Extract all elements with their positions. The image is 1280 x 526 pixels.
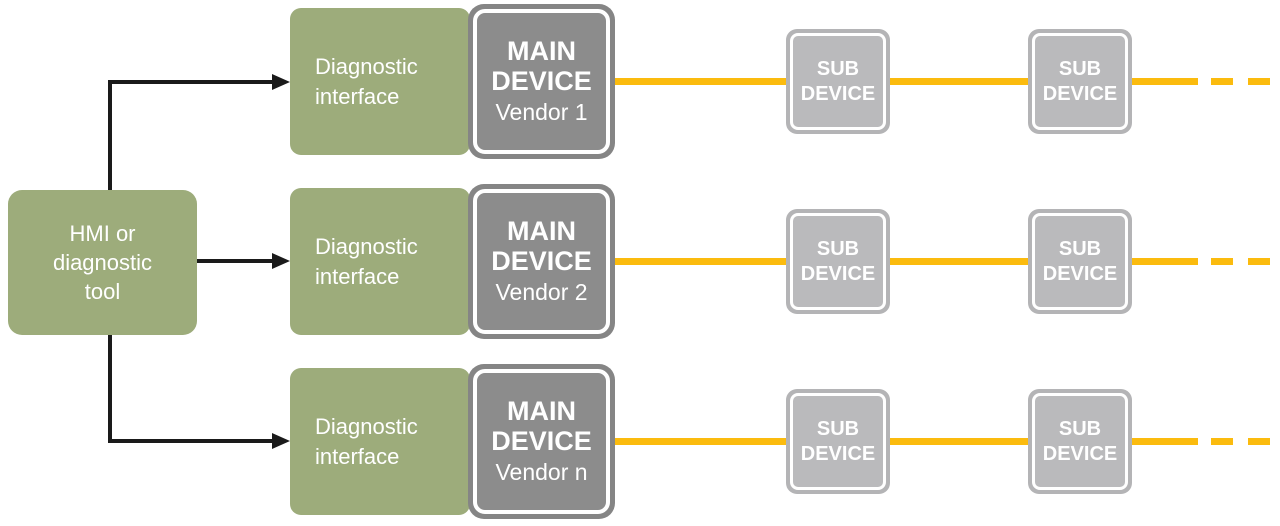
diagnostic-interface-box: Diagnostic interface bbox=[290, 188, 470, 335]
device-row-2: Diagnostic interface MAIN DEVICE Vendor … bbox=[0, 180, 1280, 352]
device-row-1: Diagnostic interface MAIN DEVICE Vendor … bbox=[0, 0, 1280, 172]
sub-device-label-line: DEVICE bbox=[800, 442, 876, 465]
diagnostic-interface-label: Diagnostic interface bbox=[315, 233, 418, 289]
bus-line-dash bbox=[1211, 438, 1233, 445]
sub-device-label-line: SUB bbox=[1058, 237, 1102, 260]
sub-device-box: SUB DEVICE bbox=[786, 209, 890, 314]
bus-line bbox=[612, 78, 1198, 85]
sub-device-box: SUB DEVICE bbox=[1028, 389, 1132, 494]
main-device-inner: MAIN DEVICE Vendor n bbox=[473, 369, 610, 514]
main-device-box: MAIN DEVICE Vendor n bbox=[468, 364, 615, 519]
bus-line-dash bbox=[1211, 78, 1233, 85]
device-row-3: Diagnostic interface MAIN DEVICE Vendor … bbox=[0, 360, 1280, 526]
main-device-vendor-label: Vendor n bbox=[495, 459, 588, 486]
bus-line bbox=[612, 258, 1198, 265]
main-device-inner: MAIN DEVICE Vendor 1 bbox=[473, 9, 610, 154]
hmi-label-line: HMI or bbox=[69, 220, 136, 246]
sub-device-label-line: DEVICE bbox=[1042, 262, 1118, 285]
main-device-box: MAIN DEVICE Vendor 1 bbox=[468, 4, 615, 159]
diagnostic-interface-label: Diagnostic interface bbox=[315, 413, 418, 469]
sub-device-label-line: SUB bbox=[816, 417, 860, 440]
bus-line bbox=[612, 438, 1198, 445]
arrowhead-icon bbox=[272, 253, 290, 269]
bus-line-dash bbox=[1248, 438, 1270, 445]
sub-device-box: SUB DEVICE bbox=[1028, 209, 1132, 314]
sub-device-label-line: SUB bbox=[816, 57, 860, 80]
bus-line-dash bbox=[1248, 258, 1270, 265]
sub-device-inner: SUB DEVICE bbox=[1032, 213, 1128, 310]
sub-device-label-line: DEVICE bbox=[1042, 442, 1118, 465]
main-device-title-line: DEVICE bbox=[491, 66, 592, 97]
arrowhead-icon bbox=[272, 74, 290, 90]
bus-line-dash bbox=[1211, 258, 1233, 265]
arrow-line-row-2 bbox=[197, 259, 272, 263]
main-device-vendor-label: Vendor 2 bbox=[495, 279, 588, 306]
hmi-label-line: tool bbox=[84, 279, 121, 305]
main-device-title-line: MAIN bbox=[507, 215, 576, 246]
main-device-vendor-label: Vendor 1 bbox=[495, 99, 588, 126]
main-device-box: MAIN DEVICE Vendor 2 bbox=[468, 184, 615, 339]
diagnostic-interface-box: Diagnostic interface bbox=[290, 8, 470, 155]
sub-device-label-line: DEVICE bbox=[800, 262, 876, 285]
sub-device-label-line: DEVICE bbox=[800, 82, 876, 105]
sub-device-inner: SUB DEVICE bbox=[790, 393, 886, 490]
arrow-line-row-1 bbox=[108, 80, 272, 84]
sub-device-label-line: SUB bbox=[816, 237, 860, 260]
sub-device-inner: SUB DEVICE bbox=[790, 213, 886, 310]
sub-device-box: SUB DEVICE bbox=[1028, 29, 1132, 134]
sub-device-box: SUB DEVICE bbox=[786, 389, 890, 494]
main-device-inner: MAIN DEVICE Vendor 2 bbox=[473, 189, 610, 334]
sub-device-inner: SUB DEVICE bbox=[1032, 33, 1128, 130]
sub-device-label-line: SUB bbox=[1058, 417, 1102, 440]
main-device-title-line: MAIN bbox=[507, 395, 576, 426]
diagnostic-interface-box: Diagnostic interface bbox=[290, 368, 470, 515]
main-device-title-line: MAIN bbox=[507, 35, 576, 66]
hmi-label-line: diagnostic bbox=[52, 249, 153, 275]
diagnostic-interface-label: Diagnostic interface bbox=[315, 53, 418, 109]
arrow-line-row-3 bbox=[108, 439, 272, 443]
sub-device-label-line: SUB bbox=[1058, 57, 1102, 80]
sub-device-inner: SUB DEVICE bbox=[790, 33, 886, 130]
sub-device-box: SUB DEVICE bbox=[786, 29, 890, 134]
sub-device-inner: SUB DEVICE bbox=[1032, 393, 1128, 490]
main-device-title-line: DEVICE bbox=[491, 426, 592, 457]
arrowhead-icon bbox=[272, 433, 290, 449]
hmi-box: HMI or diagnostic tool bbox=[8, 190, 197, 335]
sub-device-label-line: DEVICE bbox=[1042, 82, 1118, 105]
main-device-title-line: DEVICE bbox=[491, 246, 592, 277]
bus-line-dash bbox=[1248, 78, 1270, 85]
